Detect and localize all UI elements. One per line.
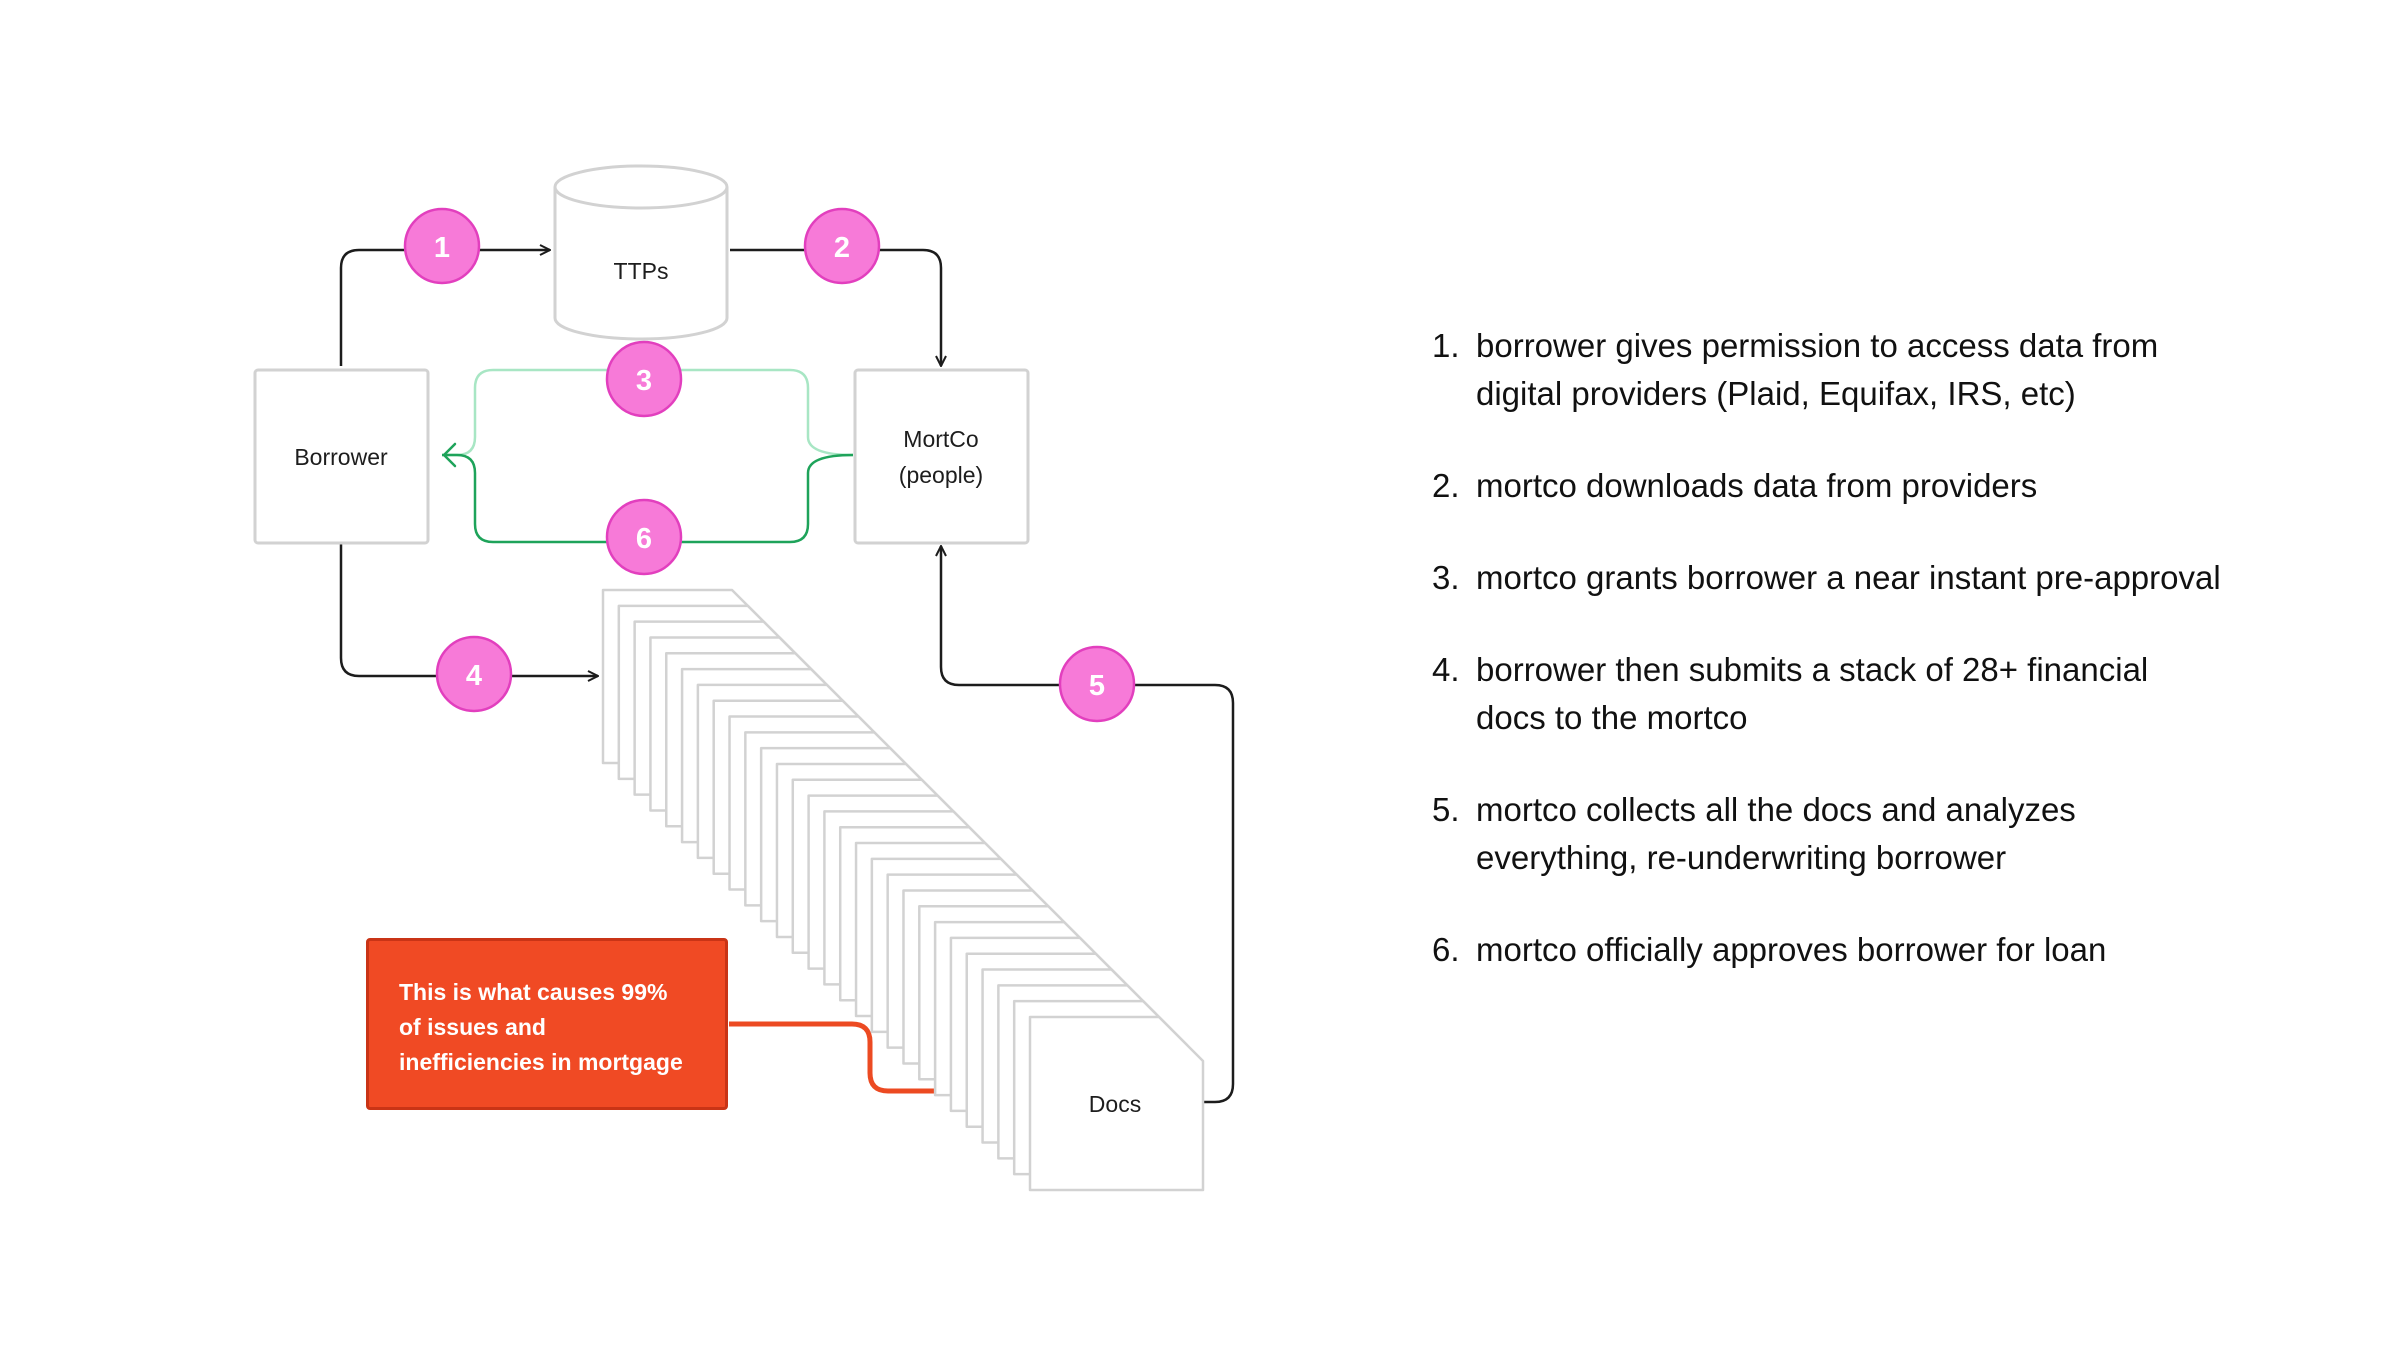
arrow-borrower-to-ttps <box>339 250 550 366</box>
badge-1-number: 1 <box>434 232 450 264</box>
badge-5: 5 <box>1058 645 1136 723</box>
callout-line-3: inefficiencies in mortgage <box>399 1049 683 1075</box>
step-text: borrower gives permission to access data… <box>1476 327 2159 412</box>
badge-5-number: 5 <box>1089 670 1105 702</box>
step-text: mortco collects all the docs and analyze… <box>1476 791 2076 876</box>
step-number: 3. <box>1432 559 1460 596</box>
ttps-cylinder-body <box>553 187 729 341</box>
step-text: mortco downloads data from providers <box>1476 467 2038 504</box>
step-text: mortco officially approves borrower for … <box>1476 931 2107 968</box>
badge-6: 6 <box>605 498 683 576</box>
step-item: 2. mortco downloads data from providers <box>1432 462 2222 510</box>
step-number: 4. <box>1432 651 1460 688</box>
mortco-box <box>853 368 1030 545</box>
steps-list: 1. borrower gives permission to access da… <box>1432 322 2222 1018</box>
step-number: 6. <box>1432 931 1460 968</box>
arrowhead-green <box>442 442 457 468</box>
arrow-preapproval-green <box>442 368 854 457</box>
step-number: 5. <box>1432 791 1460 828</box>
arrow-approval-green <box>442 453 854 544</box>
issues-callout: This is what causes 99% of issues and in… <box>366 938 728 1110</box>
borrower-node: Borrower <box>253 368 430 545</box>
ttps-label: TTPs <box>614 258 669 284</box>
step-number: 1. <box>1432 327 1460 364</box>
step-item: 5. mortco collects all the docs and analy… <box>1432 786 2222 882</box>
badge-4-number: 4 <box>466 660 482 692</box>
step-item: 6. mortco officially approves borrower fo… <box>1432 926 2222 974</box>
step-item: 1. borrower gives permission to access da… <box>1432 322 2222 418</box>
badge-1: 1 <box>403 207 481 285</box>
step-item: 4. borrower then submits a stack of 28+ f… <box>1432 646 2222 742</box>
doc-page <box>1028 1015 1205 1192</box>
badge-3-number: 3 <box>636 365 652 397</box>
badge-2-number: 2 <box>834 232 850 264</box>
badge-2: 2 <box>803 207 881 285</box>
mortco-sublabel: (people) <box>899 462 983 488</box>
arrow-callout-to-docs <box>729 1021 1004 1094</box>
arrow-ttps-to-mortco <box>730 248 941 366</box>
badge-3: 3 <box>605 340 683 418</box>
borrower-box <box>253 368 430 545</box>
arrow-borrower-to-docs <box>339 544 598 676</box>
borrower-label: Borrower <box>294 444 388 470</box>
callout-line-2: of issues and <box>399 1014 546 1040</box>
connectors <box>339 248 1235 1115</box>
mortco-node: MortCo (people) <box>853 368 1030 545</box>
badges: 1 2 3 4 5 6 <box>403 207 1136 723</box>
badge-6-number: 6 <box>636 523 652 555</box>
callout-line-1: This is what causes 99% <box>399 979 668 1005</box>
step-number: 2. <box>1432 467 1460 504</box>
step-text: borrower then submits a stack of 28+ fin… <box>1476 651 2149 736</box>
ttps-cylinder-top <box>553 164 729 210</box>
step-text: mortco grants borrower a near instant pr… <box>1476 559 2221 596</box>
badge-4: 4 <box>435 635 513 713</box>
mortco-label: MortCo <box>903 426 978 452</box>
docs-stack <box>601 588 1205 1192</box>
arrow-docs-to-mortco <box>941 546 1235 1104</box>
step-item: 3. mortco grants borrower a near instant … <box>1432 554 2222 602</box>
ttps-node: TTPs <box>553 164 729 341</box>
docs-label: Docs <box>1089 1091 1141 1117</box>
